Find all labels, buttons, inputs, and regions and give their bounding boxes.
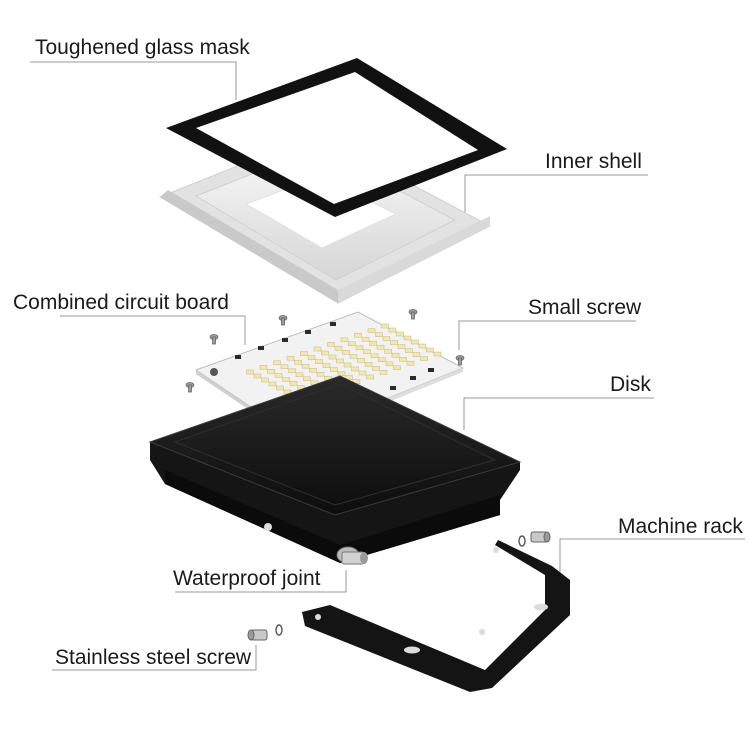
led-chip [376, 344, 385, 350]
led-chip [349, 354, 358, 359]
led-chip [355, 345, 364, 351]
led-chip [385, 361, 394, 367]
led-chip [282, 377, 290, 382]
led-chip [379, 370, 388, 375]
led-chip [286, 355, 295, 361]
led-chip [300, 351, 308, 356]
led-chip [420, 356, 428, 361]
led-chip [382, 336, 391, 341]
led-chip [390, 340, 398, 345]
led-chip [336, 358, 344, 364]
led-chip [340, 337, 349, 343]
small-screws [185, 309, 465, 393]
led-chip [330, 367, 338, 372]
small-screw-icon [455, 355, 465, 366]
led-chip [301, 363, 310, 369]
led-chip [357, 358, 365, 363]
led-chip [268, 381, 277, 387]
waterproof-joint [336, 546, 368, 565]
led-chip [303, 376, 311, 382]
small-screw-icon [185, 382, 195, 393]
led-chip [433, 351, 442, 357]
led-chip [399, 356, 407, 362]
led-chip [322, 363, 331, 368]
led-chip [375, 332, 383, 337]
led-chip [351, 366, 359, 372]
led-chip [388, 327, 397, 333]
led-chip [367, 328, 376, 333]
led-chip [397, 344, 406, 349]
led-chip [378, 357, 386, 363]
led-chip [418, 343, 427, 349]
small-screw-icon [408, 309, 418, 320]
led-chip [342, 350, 350, 355]
led-chip [343, 362, 352, 368]
led-chip [276, 385, 284, 391]
led-chip [274, 373, 283, 378]
led-chip [289, 381, 298, 386]
label-circuit-board: Combined circuit board [13, 291, 229, 314]
led-chip [372, 366, 380, 371]
led-chip [261, 377, 269, 383]
led-chip [384, 348, 392, 354]
led-chip [411, 339, 419, 345]
labels: Toughened glass mask Inner shell Combine… [13, 36, 743, 669]
led-chip [259, 365, 268, 370]
led-chip [361, 336, 370, 342]
led-chip [426, 347, 434, 353]
led-chip [370, 353, 379, 359]
label-inner-shell: Inner shell [545, 150, 642, 173]
led-chip [307, 355, 316, 360]
led-chip [381, 323, 389, 329]
led-chip [393, 365, 401, 371]
led-chip [315, 359, 323, 364]
led-chip [364, 362, 373, 367]
label-waterproof-joint: Waterproof joint [173, 567, 321, 590]
led-chip [396, 331, 404, 337]
led-chip [313, 346, 322, 352]
led-chip [363, 349, 371, 355]
stainless-screw-icon [247, 624, 283, 641]
led-chip [309, 367, 317, 373]
glass-mask [166, 58, 507, 217]
led-chip [412, 352, 421, 357]
led-chip [288, 368, 296, 374]
machine-rack [302, 540, 570, 692]
label-stainless-screw: Stainless steel screw [55, 646, 252, 669]
led-chip [328, 354, 337, 360]
led-chip [366, 374, 374, 380]
small-screw-icon [209, 334, 219, 345]
leader-lines [30, 61, 745, 671]
led-chip [405, 348, 413, 353]
led-chip [253, 373, 262, 379]
led-chip [316, 371, 325, 377]
led-chip [345, 375, 353, 380]
led-chip [403, 335, 412, 341]
led-chip [294, 359, 302, 365]
led-chip [273, 360, 281, 366]
led-chip [321, 350, 329, 356]
led-chip [267, 369, 275, 374]
led-chip [327, 342, 335, 347]
label-small-screw: Small screw [528, 296, 642, 319]
led-chip [354, 332, 362, 338]
led-chip [369, 340, 377, 346]
led-chip [280, 364, 289, 370]
stainless-screw-icon [518, 531, 551, 547]
label-glass-mask: Toughened glass mask [35, 36, 250, 59]
disk-housing [148, 375, 522, 563]
led-chip [334, 346, 343, 351]
small-screw-icon [278, 315, 288, 326]
led-chip [246, 369, 254, 375]
label-disk: Disk [610, 373, 651, 396]
led-chip [295, 372, 304, 378]
led-chip [358, 370, 367, 376]
led-chip [406, 360, 415, 366]
led-chip [337, 371, 346, 376]
led-chip [348, 341, 356, 347]
label-machine-rack: Machine rack [618, 515, 743, 538]
led-chip [391, 352, 400, 358]
stainless-screws [247, 531, 551, 641]
